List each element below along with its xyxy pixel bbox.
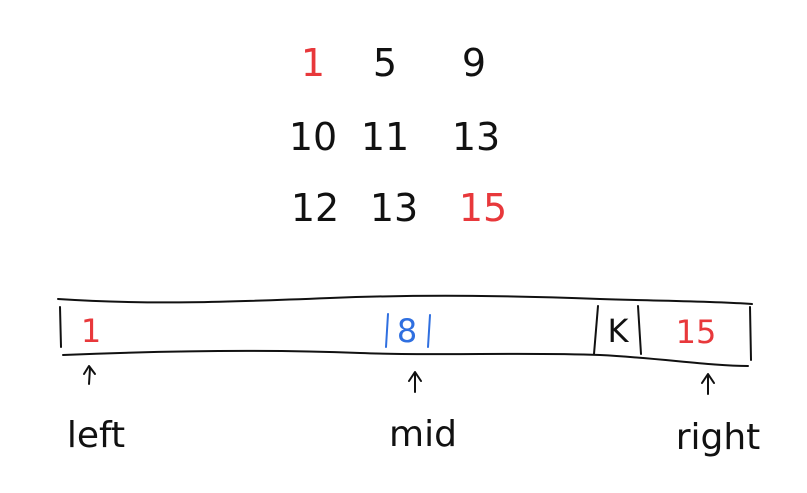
strip-min-value: 1 [81, 312, 101, 350]
mid-arrow-icon [408, 371, 422, 393]
k-cell-right-divider [637, 305, 642, 355]
matrix-cell-r2c2: 15 [459, 186, 507, 230]
right-arrow-icon [701, 373, 715, 395]
strip-bottom-edge [62, 349, 749, 367]
pointers: left mid right [67, 365, 761, 458]
left-arrow-icon [83, 365, 96, 385]
k-cell-left-divider [593, 305, 599, 355]
matrix-cell-r2c1: 13 [370, 186, 418, 230]
strip-right-cap [749, 306, 752, 361]
matrix-cell-r0c2: 9 [462, 41, 486, 85]
matrix-cell-r0c1: 5 [373, 41, 397, 85]
matrix-cell-r1c0: 10 [289, 115, 337, 159]
strip-max-value: 15 [676, 313, 717, 351]
left-pointer-label: left [67, 415, 125, 456]
matrix-cell-r0c0: 1 [301, 41, 325, 85]
strip-k-label: K [608, 312, 630, 350]
matrix-cell-r1c2: 13 [452, 115, 500, 159]
strip-mid-value: 8 [397, 312, 417, 350]
mid-right-bar [427, 314, 431, 348]
matrix: 1 5 9 10 11 13 12 13 15 [289, 41, 507, 230]
mid-pointer-label: mid [389, 414, 457, 455]
matrix-cell-r2c0: 12 [291, 186, 339, 230]
right-pointer-label: right [676, 417, 761, 458]
strip-left-cap [59, 306, 62, 348]
matrix-cell-r1c1: 11 [361, 115, 409, 159]
strip-top-edge [57, 294, 753, 305]
mid-left-bar [385, 313, 389, 348]
range-strip: 1 8 K 15 [57, 294, 753, 367]
